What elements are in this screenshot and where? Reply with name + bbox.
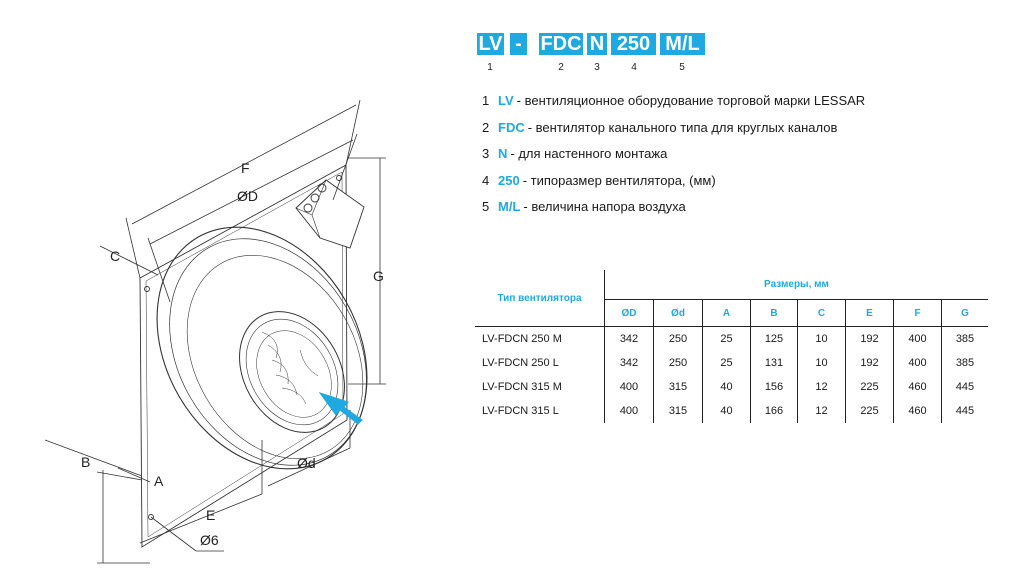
model-column-header: Тип вентилятора xyxy=(475,270,605,327)
table-row: LV-FDCN 315 M 400 315 40 156 12 225 460 … xyxy=(475,375,988,399)
legend-key: 250 xyxy=(498,172,520,188)
code-number-1: 1 xyxy=(487,62,493,73)
dim-label-OD: ØD xyxy=(237,188,258,204)
fan-inlet-ring xyxy=(239,311,345,433)
dimensions-table: Тип вентилятора Размеры, мм ØD Ød A B C … xyxy=(475,270,988,423)
legend-text: - типоразмер вентилятора, (мм) xyxy=(522,172,716,188)
column-header: Ød xyxy=(653,299,703,327)
fan-technical-drawing: F ØD C G B A E Ød Ø6 xyxy=(0,0,470,581)
legend-text: - величина напора воздуха xyxy=(523,199,686,214)
dim-label-Od: Ød xyxy=(297,455,316,471)
legend-text: - вентиляционное оборудование торговой м… xyxy=(516,93,866,108)
dim-label-O6: Ø6 xyxy=(200,532,219,548)
column-header: C xyxy=(797,299,846,327)
column-header: B xyxy=(750,299,798,327)
dim-label-B: B xyxy=(81,454,91,470)
legend-key: N xyxy=(498,146,508,161)
legend-key: FDC xyxy=(498,119,525,135)
code-segment-n: N xyxy=(587,33,607,55)
code-number-5: 5 xyxy=(679,62,685,73)
table-row: LV-FDCN 250 M 342 250 25 125 10 192 400 … xyxy=(475,326,988,351)
column-header: ØD xyxy=(604,299,654,327)
airflow-arrow-icon xyxy=(318,392,363,425)
code-segment-lv: LV xyxy=(477,33,504,55)
code-number-3: 3 xyxy=(594,62,600,73)
fan-drawing-svg xyxy=(44,99,386,564)
dim-label-E: E xyxy=(206,507,216,523)
legend-text: - для настенного монтажа xyxy=(510,146,668,161)
column-header: A xyxy=(702,299,751,327)
code-number-4: 4 xyxy=(631,62,637,73)
table-row: LV-FDCN 250 L 342 250 25 131 10 192 400 … xyxy=(475,351,988,375)
column-header: E xyxy=(845,299,894,327)
terminal-box xyxy=(295,179,365,249)
legend-text: - вентилятор канального типа для круглых… xyxy=(527,119,838,135)
dim-label-F: F xyxy=(241,160,250,176)
dim-label-A: A xyxy=(154,473,164,489)
code-segment-ml: M/L xyxy=(660,33,705,55)
code-segment-dash: - xyxy=(510,33,527,55)
code-segment-fdc: FDC xyxy=(539,33,583,55)
column-header: G xyxy=(941,299,988,327)
dim-label-G: G xyxy=(373,268,384,284)
mounting-plate xyxy=(139,164,348,548)
code-segment-size: 250 xyxy=(611,33,656,55)
table-row: LV-FDCN 315 L 400 315 40 166 12 225 460 … xyxy=(475,399,988,423)
legend-key: LV xyxy=(498,93,514,108)
dimensions-group-header: Размеры, мм xyxy=(604,270,988,301)
legend-key: M/L xyxy=(498,199,521,214)
code-number-2: 2 xyxy=(558,62,564,73)
dim-label-C: C xyxy=(110,248,121,264)
column-header: F xyxy=(893,299,942,327)
